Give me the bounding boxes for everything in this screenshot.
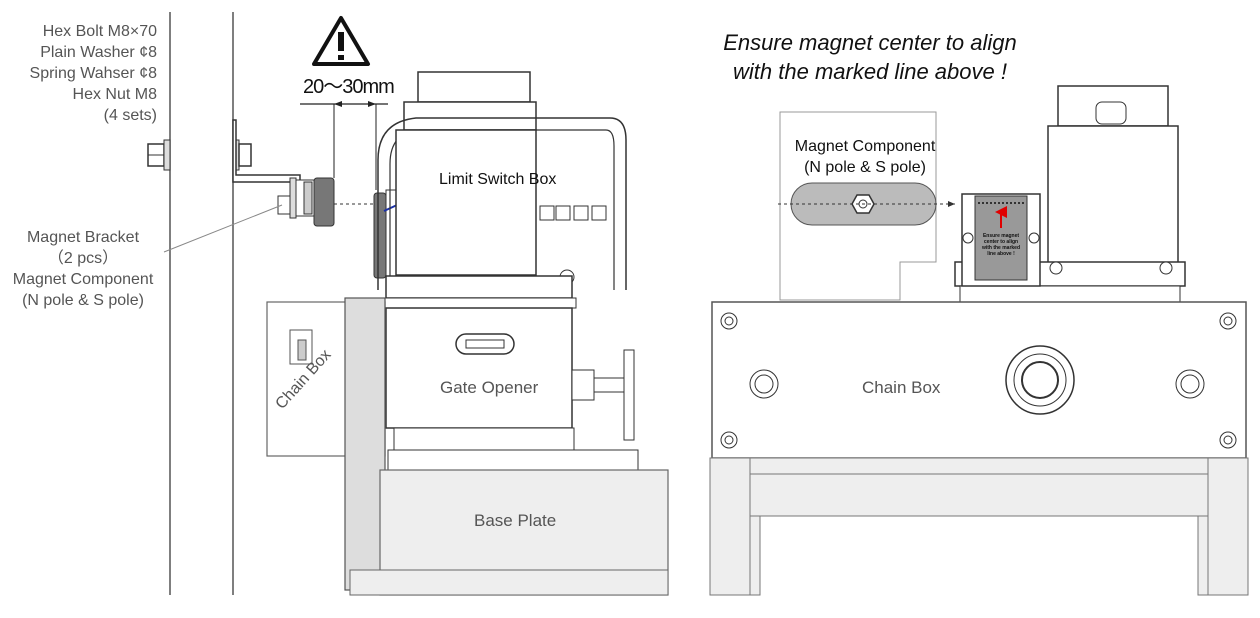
limit-switch-sticker <box>961 193 1041 287</box>
bracket-leader-line <box>163 204 283 253</box>
sticker-line: center to align <box>983 239 1019 245</box>
bracket-line: Magnet Bracket <box>26 229 140 246</box>
hardware-line: Plain Washer ¢8 <box>40 44 157 61</box>
bracket-label: Magnet Bracket （2 pcs） Magnet Component … <box>0 227 166 311</box>
gate-opener-label: Gate Opener <box>440 378 539 397</box>
instruction-line: with the marked line above ! <box>733 59 1007 84</box>
hardware-line: Hex Nut M8 <box>72 86 157 103</box>
magnet-bracket <box>232 119 315 219</box>
sticker-line: line above ! <box>987 251 1015 257</box>
magnet-component <box>313 177 335 227</box>
gate-opener-motor <box>377 71 639 471</box>
sticker-line: with the marked <box>981 245 1021 251</box>
chain-box-left <box>266 297 386 591</box>
base-plate-label: Base Plate <box>474 511 557 530</box>
gap-dimension-label: 20～30mm <box>303 76 395 98</box>
warning-triangle-icon <box>312 16 370 66</box>
hardware-line: Hex Bolt M8×70 <box>42 23 157 40</box>
magnet-line: (N pole & S pole) <box>804 159 926 176</box>
instruction-line: Ensure magnet center to align <box>723 30 1017 55</box>
hardware-line: Spring Wahser ¢8 <box>29 65 157 82</box>
magnet-component-label: Magnet Component (N pole & S pole) <box>765 136 965 178</box>
gate-opener-motor-right <box>954 85 1186 305</box>
alignment-instruction: Ensure magnet center to align with the m… <box>690 28 1050 86</box>
bracket-line: Magnet Component <box>12 271 154 288</box>
bracket-line: （2 pcs） <box>47 250 119 267</box>
bracket-line: (N pole & S pole) <box>22 292 144 309</box>
chain-box-right <box>711 301 1247 459</box>
gap-dimension <box>300 101 388 190</box>
hardware-list: Hex Bolt M8×70 Plain Washer ¢8 Spring Wa… <box>30 21 157 126</box>
limit-switch-label: Limit Switch Box <box>439 171 557 188</box>
gate-post <box>169 12 234 595</box>
magnet-line: Magnet Component <box>794 138 936 155</box>
hardware-line: (4 sets) <box>103 107 157 124</box>
base-frame-right <box>709 457 1249 596</box>
chain-box-right-label: Chain Box <box>862 378 941 397</box>
sticker-text: Ensure magnet center to align with the m… <box>976 233 1026 257</box>
sticker-line: Ensure magnet <box>982 233 1020 239</box>
